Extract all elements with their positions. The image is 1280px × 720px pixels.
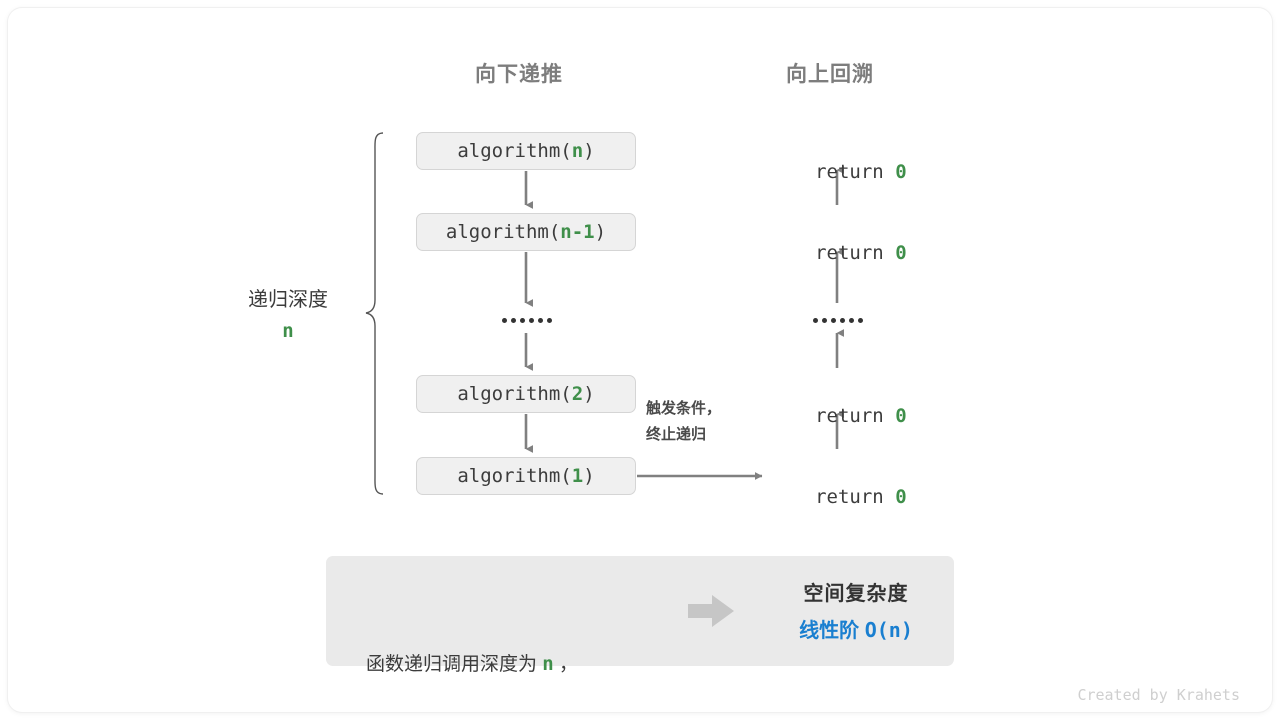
return-keyword: return <box>815 405 896 427</box>
ellipsis-dot <box>520 318 525 323</box>
space-complexity-title: 空间复杂度 <box>803 583 909 605</box>
ellipsis-dot <box>511 318 516 323</box>
return-label-3: return 0 <box>745 383 931 449</box>
return-value: 0 <box>895 405 907 427</box>
call-box-suffix: ) <box>583 465 595 487</box>
space-complexity-value: 线性阶 O(n) <box>758 612 954 649</box>
base-case-note-line1: 触发条件， <box>646 400 722 417</box>
credit-text: Created by Krahets <box>1077 686 1240 704</box>
call-box-2[interactable]: algorithm(2) <box>416 375 636 413</box>
call-box-suffix: ) <box>583 383 595 405</box>
call-box-1[interactable]: algorithm(1) <box>416 457 636 495</box>
call-box-arg: n <box>571 140 584 162</box>
return-keyword: return <box>815 486 896 508</box>
complexity-label: 线性阶 <box>799 620 865 642</box>
column-header-backtrack: 向上回溯 <box>786 63 874 86</box>
ellipsis-dot <box>822 318 827 323</box>
complexity-expr-b: ) <box>900 618 913 642</box>
summary-description: 函数递归调用深度为 n ， 共使用 O(n) 的栈帧空间 <box>366 577 578 720</box>
complexity-expr-a: O( <box>864 618 889 642</box>
implies-arrow-icon <box>688 595 734 627</box>
call-box-arg: 1 <box>571 465 584 487</box>
call-box-suffix: ) <box>583 140 595 162</box>
summary-line1-text-a: 函数递归调用深度为 <box>366 654 543 675</box>
ellipsis-dot <box>858 318 863 323</box>
recursion-depth-value: n <box>282 320 294 342</box>
call-box-prefix: algorithm( <box>457 465 572 487</box>
column-header-descend: 向下递推 <box>475 63 563 86</box>
call-box-prefix: algorithm( <box>457 140 572 162</box>
return-value: 0 <box>895 486 907 508</box>
ellipsis-dot <box>529 318 534 323</box>
return-value: 0 <box>895 161 907 183</box>
summary-conclusion: 空间复杂度 线性阶 O(n) <box>758 576 954 649</box>
ellipsis-dot <box>547 318 552 323</box>
return-label-2: return 0 <box>745 220 931 286</box>
return-value: 0 <box>895 242 907 264</box>
ellipsis-dot <box>840 318 845 323</box>
call-box-n-minus-1[interactable]: algorithm(n-1) <box>416 213 636 251</box>
descend-ellipsis <box>502 318 552 323</box>
base-case-note: 触发条件， 终止递归 <box>646 396 776 448</box>
call-box-suffix: ) <box>594 221 607 243</box>
backtrack-ellipsis <box>813 318 863 323</box>
ellipsis-dot <box>502 318 507 323</box>
summary-line-1: 函数递归调用深度为 n ， <box>366 647 578 682</box>
return-label-1: return 0 <box>745 139 931 205</box>
summary-box: 函数递归调用深度为 n ， 共使用 O(n) 的栈帧空间 空间复杂度 线性阶 O… <box>326 556 954 675</box>
return-label-4: return 0 <box>745 464 931 530</box>
ellipsis-dot <box>849 318 854 323</box>
return-keyword: return <box>815 242 896 264</box>
call-box-prefix: algorithm( <box>445 221 561 243</box>
ellipsis-dot <box>831 318 836 323</box>
complexity-expr-n: n <box>888 618 901 642</box>
call-box-arg: 2 <box>571 383 584 405</box>
ellipsis-dot <box>813 318 818 323</box>
ellipsis-dot <box>538 318 543 323</box>
call-box-prefix: algorithm( <box>457 383 572 405</box>
base-case-note-line2: 终止递归 <box>646 426 707 443</box>
summary-line1-n: n <box>542 653 554 675</box>
return-keyword: return <box>815 161 896 183</box>
recursion-depth-label: 递归深度 <box>248 289 328 311</box>
summary-line1-text-b: ， <box>553 654 579 675</box>
call-box-n[interactable]: algorithm(n) <box>416 132 636 170</box>
call-box-arg: n-1 <box>560 221 595 243</box>
